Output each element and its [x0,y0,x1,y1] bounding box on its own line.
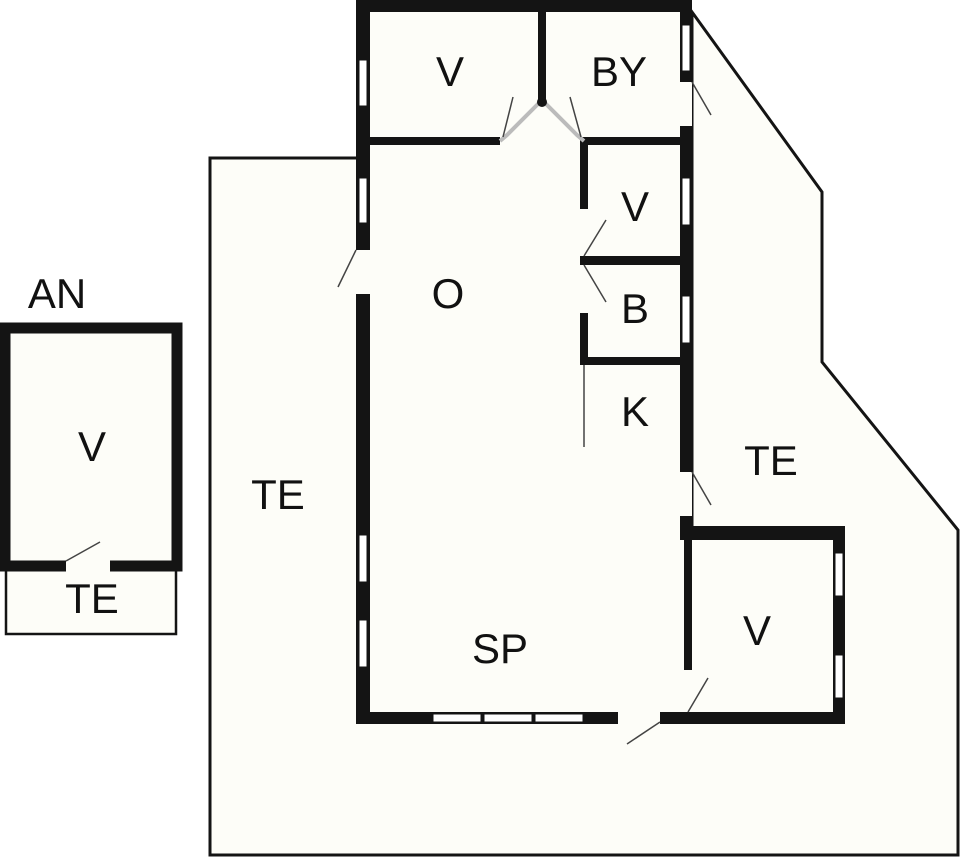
label-room-by: BY [591,48,647,95]
door-swing-by [569,96,582,138]
door-swing-v-bottom [687,677,709,713]
door-swing-sp-bottom [626,721,661,745]
label-room-k: K [621,388,649,435]
door-openings [356,82,692,724]
label-annex: AN [28,270,86,317]
annex-door-swing [65,541,101,562]
door-swing-by-right [691,81,712,116]
door-swing-k-right [691,471,712,506]
label-room-v-bottom: V [743,607,771,654]
label-room-sp: SP [472,625,528,672]
windows [358,24,844,723]
label-terrace-left: TE [251,471,305,518]
door-swing-b [583,264,607,303]
door-swing-v-top [502,96,514,138]
label-terrace-right: TE [744,437,798,484]
double-door [498,97,586,143]
label-annex-terrace: TE [65,575,119,622]
annex-terrace [4,566,178,636]
door-swing-v-mid [583,219,607,257]
label-room-o: O [432,270,465,317]
annex-building [0,322,183,574]
label-room-v-mid: V [621,183,649,230]
room-labels: AN V TE V BY V B O K SP V TE TE [28,48,798,672]
label-room-b: B [621,285,649,332]
door-swings [337,81,712,745]
door-swing-o-left [337,249,357,288]
label-annex-room: V [78,423,106,470]
label-room-v-top: V [436,48,464,95]
